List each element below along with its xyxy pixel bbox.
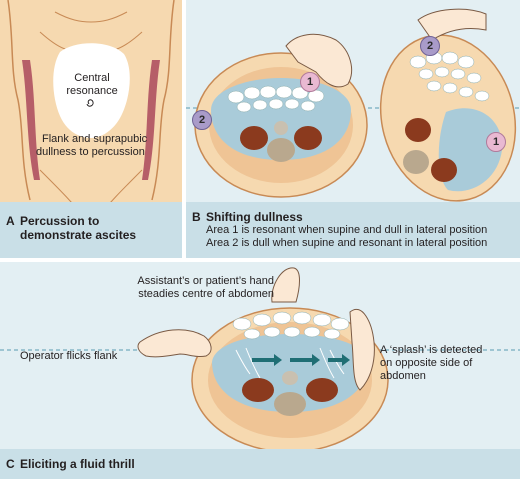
torso-illustration bbox=[7, 0, 175, 221]
marker-area-2-lateral: 2 bbox=[420, 36, 440, 56]
caption-b: B Shifting dullness Area 1 is resonant w… bbox=[186, 202, 520, 258]
caption-c: C Eliciting a fluid thrill bbox=[0, 449, 520, 479]
panel-letter: B bbox=[192, 210, 201, 224]
shifting-dullness-illustration bbox=[186, 8, 520, 202]
label-splash: A ‘splash’ is detected on opposite side … bbox=[380, 344, 483, 382]
area-1-description: Area 1 is resonant when supine and dull … bbox=[206, 224, 488, 236]
label-operator-flicks: Operator flicks flank bbox=[20, 350, 118, 362]
label-flank-dullness: Flank and suprapubic dullness to percuss… bbox=[36, 133, 148, 158]
marker-area-1-lateral: 1 bbox=[486, 132, 506, 152]
panel-title: Percussion to demonstrate ascites bbox=[20, 214, 137, 242]
supine-cross-section bbox=[194, 52, 368, 198]
marker-area-2-supine: 2 bbox=[192, 110, 212, 130]
operator-hand bbox=[137, 329, 212, 358]
flank-dullness-left bbox=[22, 60, 40, 180]
abdomen-cross-section bbox=[191, 307, 389, 453]
label-central-resonance: Central resonance bbox=[66, 72, 118, 97]
panel-letter: C bbox=[6, 457, 15, 471]
panel-title: Shifting dullness bbox=[206, 210, 303, 224]
assistant-hand bbox=[271, 267, 300, 303]
percussing-hand-supine bbox=[285, 33, 352, 88]
panel-a: Central resonance Flank and suprapubic d… bbox=[0, 0, 182, 258]
lateral-cross-section bbox=[379, 34, 517, 202]
panel-b: 1 2 2 1 B Shifting dullness Area 1 is re… bbox=[186, 0, 520, 258]
panel-c: Assistant’s or patient’s hand steadies c… bbox=[0, 262, 520, 479]
marker-area-1-supine: 1 bbox=[300, 72, 320, 92]
area-2-description: Area 2 is dull when supine and resonant … bbox=[206, 237, 488, 249]
umbilicus-icon bbox=[86, 99, 94, 107]
label-assistant-hand: Assistant’s or patient’s hand steadies c… bbox=[137, 275, 274, 300]
detecting-hand bbox=[349, 309, 375, 391]
percussing-hand-lateral bbox=[417, 8, 487, 41]
flank-dullness-right bbox=[142, 60, 160, 180]
panel-letter: A bbox=[6, 214, 15, 228]
fluid-thrill-illustration bbox=[0, 267, 520, 453]
caption-a: A Percussion to demonstrate ascites bbox=[0, 202, 182, 258]
central-resonance-area bbox=[53, 43, 130, 138]
panel-title: Eliciting a fluid thrill bbox=[20, 457, 135, 471]
wave-arrows bbox=[252, 354, 350, 366]
